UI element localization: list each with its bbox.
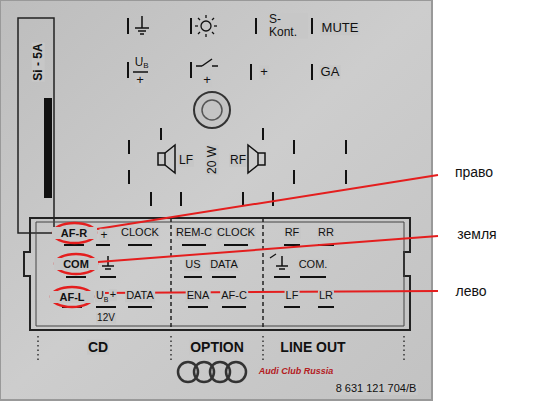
circle-stroke — [51, 287, 93, 307]
circle-stroke — [55, 254, 97, 274]
pin-name: + — [259, 65, 269, 79]
power-rating: 20 W — [206, 145, 219, 175]
pin-name: LF — [285, 290, 300, 302]
pin-name: DATA — [125, 290, 155, 302]
pin-name: REM-C — [175, 227, 213, 239]
pin-name: CLOCK — [216, 227, 256, 239]
pin-name: COM. — [298, 259, 329, 271]
annotation: земля — [456, 227, 497, 242]
annotation: право — [454, 165, 494, 180]
pin-name: + — [109, 289, 117, 301]
highlight-circle: COM — [54, 253, 98, 275]
pin-name: RR — [317, 227, 335, 239]
section-label: OPTION — [189, 340, 245, 355]
pin-name: + — [135, 73, 145, 87]
pin-name: GA — [320, 65, 341, 79]
pin-name: CLOCK — [120, 227, 160, 239]
voltage-label: 12V — [96, 313, 116, 324]
highlight-circle: AF-R — [52, 222, 97, 244]
highlight-circle: AF-L — [50, 286, 94, 308]
watermark: Audi Club Russia — [258, 367, 335, 376]
pin-name: + — [99, 229, 108, 242]
speaker-label: LF — [178, 154, 194, 167]
pin-name: AF-R — [52, 227, 97, 239]
pin-name: S- Kont. — [268, 13, 308, 38]
pin-name: ENA — [186, 290, 211, 302]
part-number: 8 631 121 704/B — [335, 383, 418, 395]
section-label: CD — [87, 340, 109, 355]
pin-name: LR — [318, 290, 334, 302]
pin-name: + — [202, 73, 212, 87]
pin-name: AF-L — [50, 291, 94, 303]
pin-name: MUTE — [321, 21, 360, 35]
fuse-rating: Si - 5A — [32, 42, 45, 81]
section-label: LINE OUT — [279, 340, 346, 355]
pin-name: RF — [284, 227, 301, 239]
pin-name: US — [184, 259, 201, 271]
annotation: лево — [454, 284, 487, 299]
pin-name: B — [142, 62, 149, 70]
pin-name: COM — [54, 258, 98, 270]
speaker-label: RF — [229, 154, 247, 167]
circle-stroke — [53, 223, 96, 243]
pin-name: AF-C — [220, 290, 248, 302]
pin-name: DATA — [209, 259, 239, 271]
